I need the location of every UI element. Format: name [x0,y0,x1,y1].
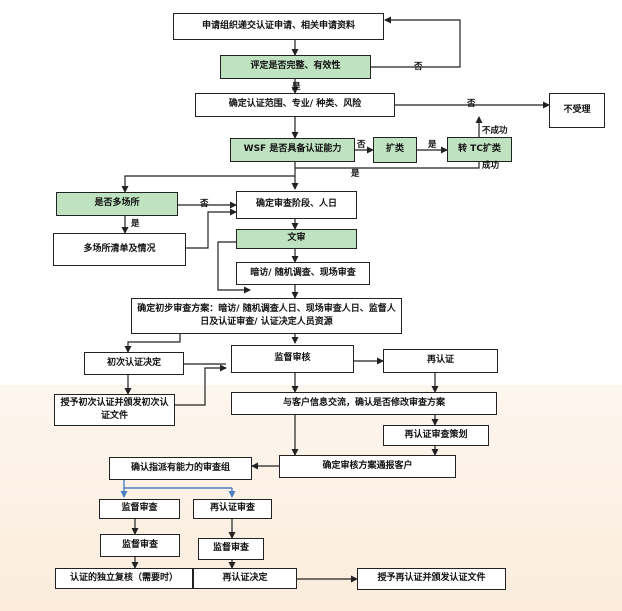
label-fail: 不成功 [482,126,508,136]
label-no-evaluate: 否 [414,62,423,72]
node-reject: 不受理 [549,93,605,128]
node-recert-plan: 再认证审查策划 [383,425,489,446]
node-surv-audit-2: 监督审查 [100,534,180,557]
node-scope: 确定认证范围、专业/ 种类、风险 [195,93,395,117]
node-tc-expand: 转 TC扩类 [447,137,512,162]
label-yes-expand: 是 [428,140,437,150]
label-yes-evaluate: 是 [292,82,301,92]
label-no-scope: 否 [467,99,476,109]
node-recert: 再认证 [383,349,498,373]
label-no-wsf: 否 [357,140,366,150]
label-no-multisite: 否 [200,199,209,209]
node-grant-initial: 授予初次认证并颁发初次认证文件 [54,394,175,426]
node-site-list: 多场所清单及情况 [53,233,186,266]
node-multi-site: 是否多场所 [56,192,178,216]
arrow-sitelist-stage [186,208,237,249]
node-visits: 暗访/ 随机调查、现场审查 [236,262,370,285]
node-assign-team: 确认指派有能力的审查组 [109,457,252,480]
arrow-plan-initial [124,334,181,353]
node-communicate: 与客户信息交流，确认是否修改审查方案 [231,392,497,415]
node-plan: 确定初步审查方案：暗访/ 随机调查人日、现场审查人日、监督人日及认证审查/ 认证… [131,298,402,334]
blue-branch-line [123,480,232,489]
node-recert-audit: 再认证审查 [193,499,272,519]
node-doc-review: 文审 [236,229,357,249]
node-wsf-capable: WSF 是否具备认证能力 [230,138,355,162]
arrow-tc-success [295,162,480,169]
node-grant-recert: 授予再认证并颁发认证文件 [357,568,506,590]
node-stage-days: 确定审查阶段、人日 [236,191,357,219]
arrow-docreview-plan [217,241,251,294]
arrow-evaluate-no-loop [371,16,461,68]
node-submit: 申请组织递交认证申请、相关申请资料 [173,13,384,40]
node-surv-audit-3: 监督审查 [198,538,264,560]
node-initial-decision: 初次认证决定 [84,352,184,375]
node-surv-audit-1: 监督审查 [99,499,180,519]
node-evaluate: 评定是否完整、有效性 [220,55,371,79]
node-independent-review: 认证的独立复核（需要时） [55,568,193,589]
label-success: 成功 [482,161,500,171]
arrow-to-multisite [121,175,295,193]
node-recert-decision: 再认证决定 [193,568,297,589]
arrow-grant-surv [175,364,227,406]
label-yes-wsf: 是 [351,169,360,179]
label-yes-multisite: 是 [131,219,140,229]
node-expand: 扩类 [373,137,417,163]
node-confirm-plan: 确定审核方案通报客户 [279,455,456,478]
node-surveillance: 监督审核 [231,345,354,373]
